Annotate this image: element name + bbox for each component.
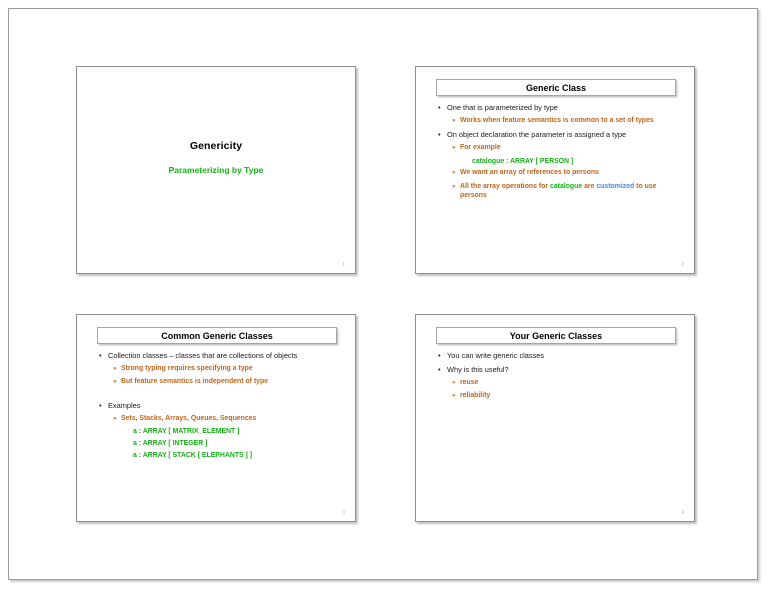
bullet-item: • Why is this useful?	[430, 365, 684, 374]
bullet-text: reuse	[460, 378, 479, 386]
slide-thumbnail-1[interactable]: Genericity Parameterizing by Type 1	[76, 66, 356, 274]
cover-slide-body: Genericity Parameterizing by Type	[77, 67, 355, 273]
code-line: a : ARRAY [ MATRIX_ELEMENT ]	[91, 428, 345, 437]
slide-title-box: Common Generic Classes	[97, 327, 337, 344]
code-text: a : ARRAY [ MATRIX_ELEMENT ]	[133, 427, 240, 435]
bullet-text: Works when feature semantics is common t…	[460, 116, 654, 124]
bullet-item: » reliability	[430, 392, 684, 401]
bullet-chevron-icon: »	[452, 182, 456, 190]
bullet-item: » For example	[430, 144, 684, 153]
run-orange: All the array operations for	[460, 182, 550, 190]
bullet-dot-icon: •	[438, 130, 441, 140]
bullet-chevron-icon: »	[113, 364, 117, 372]
run-green: catalogue	[549, 182, 583, 190]
bullet-dot-icon: •	[99, 400, 102, 410]
code-line: a : ARRAY [ INTEGER ]	[91, 440, 345, 449]
bullet-text: Why is this useful?	[447, 364, 509, 374]
code-text: catalogue : ARRAY [ PERSON ]	[472, 157, 574, 165]
bullet-item: » reuse	[430, 379, 684, 388]
slide-number: 3	[342, 510, 345, 516]
bullet-chevron-icon: »	[452, 392, 456, 400]
bullet-dot-icon: •	[438, 351, 441, 360]
slide-grid: Genericity Parameterizing by Type 1 Gene…	[9, 9, 759, 581]
bullet-item: » But feature semantics is independent o…	[91, 378, 345, 387]
slide-title-box: Generic Class	[436, 79, 676, 96]
bullet-item: • Examples	[91, 401, 345, 410]
bullet-dot-icon: •	[99, 351, 102, 360]
code-text: a : ARRAY [ INTEGER ]	[133, 439, 208, 447]
bullet-chevron-icon: »	[452, 378, 456, 386]
bullet-item: • Collection classes – classes that are …	[91, 351, 345, 360]
code-line: a : ARRAY [ STACK [ ELEPHANTS ] ]	[91, 452, 345, 461]
handout-page-frame: Genericity Parameterizing by Type 1 Gene…	[8, 8, 758, 580]
bullet-item: • You can write generic classes	[430, 351, 684, 360]
bullet-item: » Sets, Stacks, Arrays, Queues, Sequence…	[91, 415, 345, 424]
slide-title: Your Generic Classes	[509, 330, 603, 341]
bullet-item: • One that is parameterized by type	[430, 103, 684, 112]
bullet-chevron-icon: »	[452, 144, 456, 152]
bullet-text: But feature semantics is independent of …	[121, 378, 269, 386]
bullet-text: You can write generic classes	[447, 351, 545, 360]
slide-title: Common Generic Classes	[161, 330, 273, 341]
bullet-chevron-icon: »	[452, 169, 456, 177]
bullet-chevron-icon: »	[113, 414, 117, 422]
cover-subtitle: Parameterizing by Type	[168, 164, 264, 175]
slide-number: 2	[681, 262, 684, 268]
bullet-text: Collection classes – classes that are co…	[108, 351, 298, 360]
body-spacer	[91, 392, 345, 401]
bullet-item-mixed: » All the array operations for catalogue…	[430, 183, 684, 201]
bullet-text: One that is parameterized by type	[447, 103, 558, 112]
bullet-item: » We want an array of references to pers…	[430, 169, 684, 178]
bullet-dot-icon: •	[438, 103, 441, 112]
slide-body: • One that is parameterized by type » Wo…	[430, 103, 684, 205]
slide-body: • You can write generic classes • Why is…	[430, 351, 684, 406]
slide-thumbnail-4[interactable]: Your Generic Classes • You can write gen…	[415, 314, 695, 522]
bullet-chevron-icon: »	[452, 116, 456, 124]
bullet-text: Strong typing requires specifying a type	[121, 364, 253, 372]
bullet-text: Sets, Stacks, Arrays, Queues, Sequences	[121, 414, 257, 422]
run-blue: customized	[596, 182, 635, 190]
slide-title: Generic Class	[525, 82, 587, 93]
slide-thumbnail-3[interactable]: Common Generic Classes • Collection clas…	[76, 314, 356, 522]
slide-number: 4	[681, 510, 684, 516]
slide-number: 1	[342, 262, 345, 268]
bullet-item: • On object declaration the parameter is…	[430, 130, 684, 139]
code-text: a : ARRAY [ STACK [ ELEPHANTS ] ]	[133, 451, 253, 459]
bullet-chevron-icon: »	[113, 378, 117, 386]
code-line: catalogue : ARRAY [ PERSON ]	[430, 158, 684, 167]
bullet-text: For example	[460, 144, 501, 152]
bullet-text: reliability	[460, 392, 491, 400]
slide-body: • Collection classes – classes that are …	[91, 351, 345, 463]
bullet-item: » Works when feature semantics is common…	[430, 117, 684, 126]
bullet-text-runs: All the array operations for catalogue a…	[460, 183, 684, 201]
slide-thumbnail-2[interactable]: Generic Class • One that is parameterize…	[415, 66, 695, 274]
bullet-text: On object declaration the parameter is a…	[447, 130, 627, 140]
bullet-text: Examples	[108, 400, 141, 410]
bullet-dot-icon: •	[438, 364, 441, 374]
cover-title: Genericity	[189, 139, 243, 152]
bullet-text: We want an array of references to person…	[460, 169, 599, 177]
run-orange: to use persons	[460, 182, 657, 199]
run-orange: are	[582, 182, 597, 190]
slide-title-box: Your Generic Classes	[436, 327, 676, 344]
bullet-item: » Strong typing requires specifying a ty…	[91, 365, 345, 374]
